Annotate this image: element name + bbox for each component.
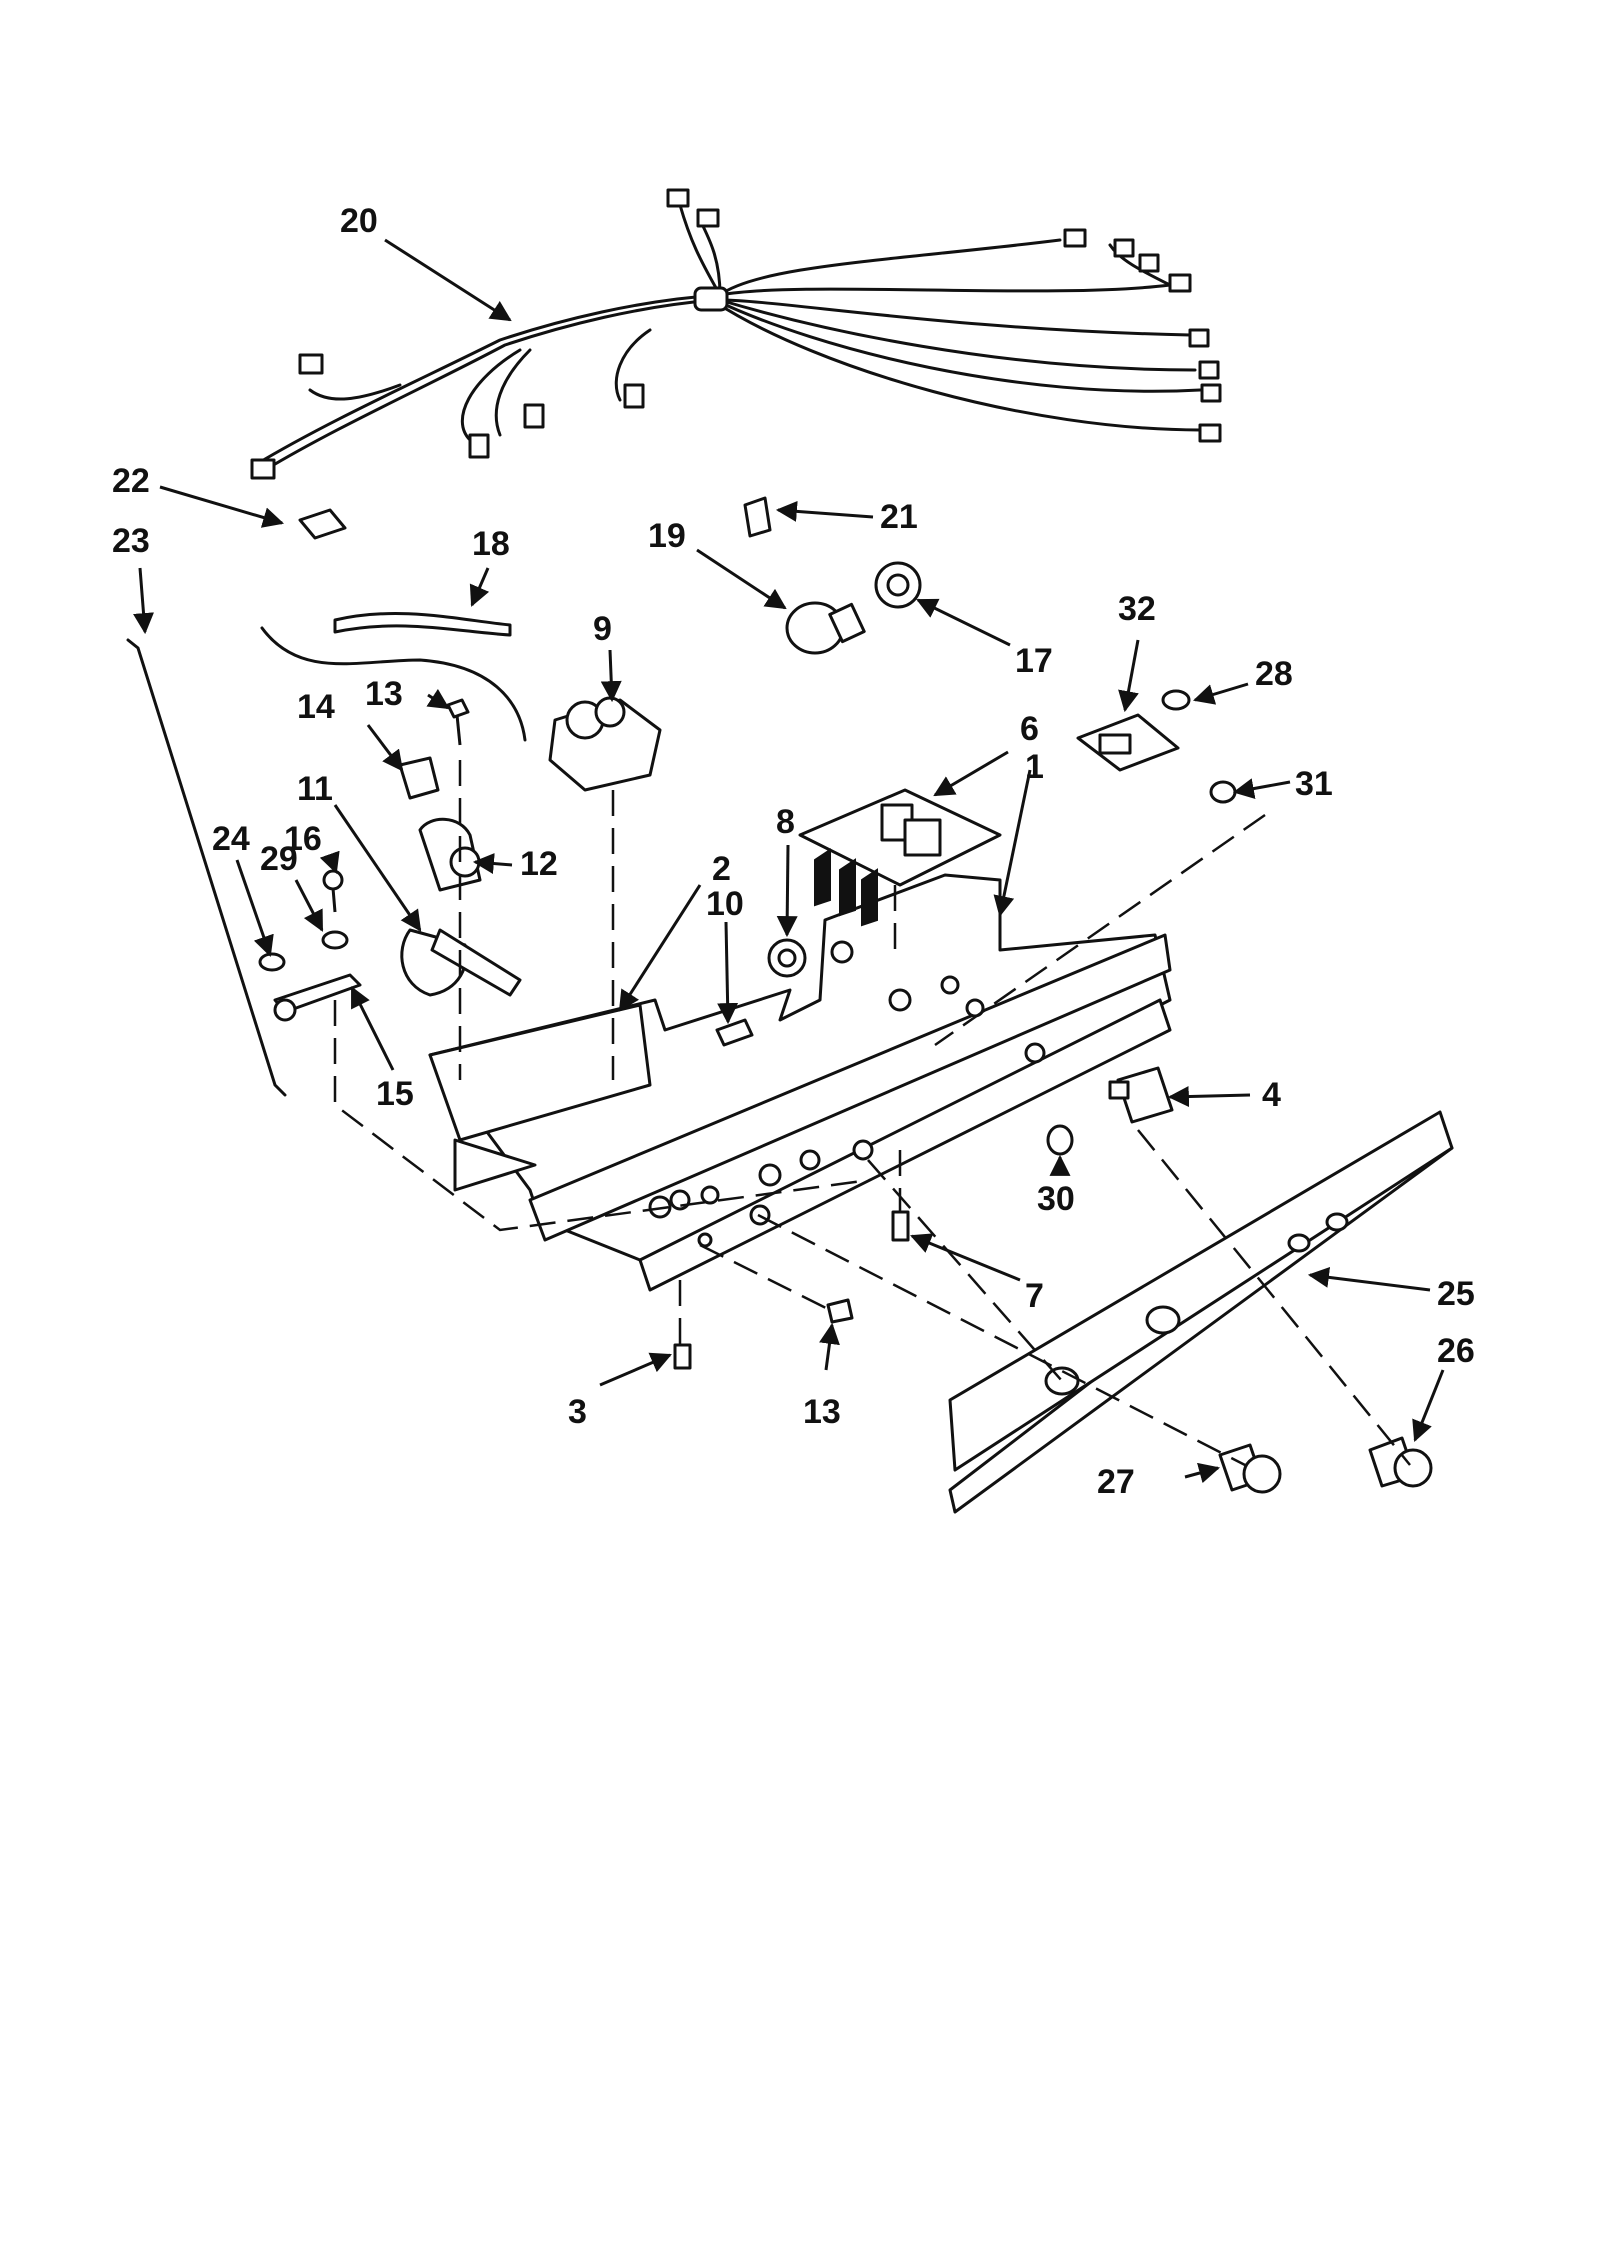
- callout-21: 21: [880, 498, 918, 536]
- defrost-board: [1076, 689, 1237, 804]
- callout-31: 31: [1295, 765, 1333, 803]
- callout-24: 24: [212, 820, 250, 858]
- callout-15: 15: [376, 1075, 414, 1113]
- wiring-harness: [250, 188, 1222, 480]
- callout-2: 2: [712, 850, 731, 888]
- callout-9: 9: [593, 610, 612, 648]
- callout-22: 22: [112, 462, 150, 500]
- callout-27: 27: [1097, 1463, 1135, 1501]
- control-rod: [126, 638, 287, 1097]
- callout-12: 12: [520, 845, 558, 883]
- front-panel: [948, 1110, 1454, 1514]
- callout-26: 26: [1437, 1332, 1475, 1370]
- callout-29: 29: [260, 840, 298, 878]
- callout-16: 16: [284, 820, 322, 858]
- door-switch: [1108, 1066, 1174, 1124]
- callout-1: 1: [1025, 748, 1044, 786]
- callout-13-bottom: 13: [803, 1393, 841, 1431]
- callout-6: 6: [1020, 710, 1039, 748]
- callout-14: 14: [297, 688, 335, 726]
- callout-20: 20: [340, 202, 378, 240]
- callout-labels: 20 22 23 18 19 21 17 9 13 14 11 12 16 29…: [112, 202, 1475, 1501]
- callout-7: 7: [1025, 1277, 1044, 1315]
- callout-8: 8: [776, 803, 795, 841]
- control-housing: [428, 873, 1172, 1292]
- callout-leaders: [133, 238, 1445, 1484]
- screws-lower: [673, 1210, 910, 1370]
- callout-11: 11: [297, 770, 333, 808]
- callout-23: 23: [112, 522, 150, 560]
- wire-clip: [298, 508, 347, 540]
- control-knobs: [1218, 1436, 1433, 1494]
- callout-10: 10: [706, 885, 744, 923]
- callout-25: 25: [1437, 1275, 1475, 1313]
- callout-4: 4: [1262, 1076, 1281, 1114]
- callout-32: 32: [1118, 590, 1156, 628]
- callout-28: 28: [1255, 655, 1293, 693]
- callout-13-top: 13: [365, 675, 403, 713]
- callout-17: 17: [1015, 642, 1053, 680]
- callout-18: 18: [472, 525, 510, 563]
- callout-3: 3: [568, 1393, 587, 1431]
- linkage-hardware: [258, 869, 362, 1022]
- callout-30: 30: [1037, 1180, 1075, 1218]
- drain-tube: [333, 612, 512, 637]
- indicator-light: [767, 938, 807, 978]
- control-board: [798, 788, 1002, 927]
- light-bulb-assembly: [743, 496, 922, 655]
- thermostat: [260, 626, 662, 792]
- damper-control-parts: [398, 698, 522, 997]
- button: [1046, 1124, 1074, 1156]
- callout-19: 19: [648, 517, 686, 555]
- alignment-lines: [333, 760, 1411, 1467]
